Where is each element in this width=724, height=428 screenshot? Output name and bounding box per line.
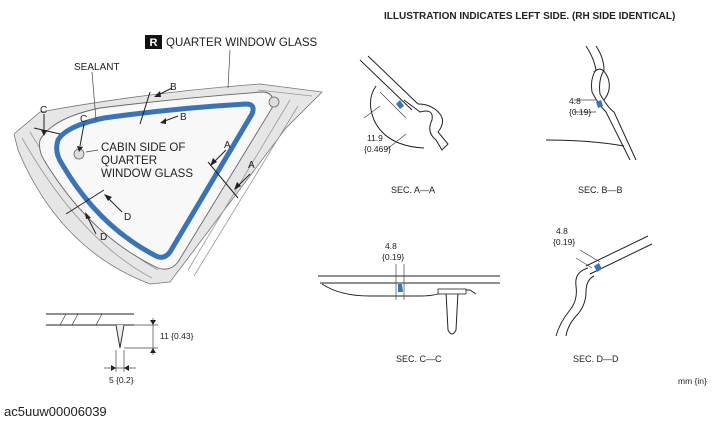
cabin-side-label-line3: WINDOW GLASS	[101, 168, 193, 180]
section-mark-d-2: D	[100, 232, 107, 243]
sealant-label: SEALANT	[74, 62, 120, 73]
quarter-window-illustration	[13, 49, 323, 285]
section-mark-b-1: B	[170, 82, 177, 93]
units-note: mm {in}	[678, 376, 707, 386]
cabin-side-label-line2: QUARTER	[101, 155, 157, 167]
sec-dd-caption: SEC. D—D	[573, 354, 619, 364]
section-mark-a-2: A	[248, 160, 255, 171]
section-mark-c-2: C	[80, 114, 87, 125]
sec-cc-dim-inch: {0.19}	[382, 252, 404, 262]
quarter-window-glass-label: QUARTER WINDOW GLASS	[166, 37, 318, 49]
bead-height-label: 11 {0.43}	[160, 331, 194, 341]
sec-cc-dim-value: 4.8	[385, 241, 397, 251]
illustration-note: ILLUSTRATION INDICATES LEFT SIDE. (RH SI…	[384, 11, 675, 22]
sec-dd-dim-inch: {0.19}	[553, 237, 575, 247]
cabin-side-label-line1: CABIN SIDE OF	[101, 142, 185, 154]
figure-id: ac5uuw00006039	[4, 404, 107, 419]
sec-aa-caption: SEC. A—A	[391, 185, 435, 195]
sec-bb-dim-inch: {0.19}	[569, 107, 591, 117]
section-bb-drawing	[545, 45, 637, 161]
section-mark-c-1: C	[40, 105, 47, 116]
sealant-bead-detail	[46, 313, 158, 372]
sec-bb-caption: SEC. B—B	[578, 185, 623, 195]
section-mark-a-1: A	[224, 140, 231, 151]
section-cc-drawing	[318, 264, 500, 335]
sec-cc-caption: SEC. C—C	[396, 354, 442, 364]
sec-dd-dim-value: 4.8	[556, 226, 568, 236]
sec-aa-dim-value: 11.9	[367, 133, 383, 143]
section-aa-drawing	[359, 55, 449, 151]
sec-aa-dim-inch: {0.469}	[364, 144, 391, 154]
sealant-bead	[54, 101, 256, 260]
section-mark-b-2: B	[180, 112, 187, 123]
section-dd-drawing	[555, 235, 653, 337]
rh-badge-letter: R	[150, 37, 158, 49]
section-mark-d-1: D	[124, 212, 131, 223]
sec-bb-dim-value: 4.8	[569, 96, 581, 106]
rh-badge-box	[145, 35, 162, 49]
bead-width-label: 5 {0.2}	[109, 375, 134, 385]
